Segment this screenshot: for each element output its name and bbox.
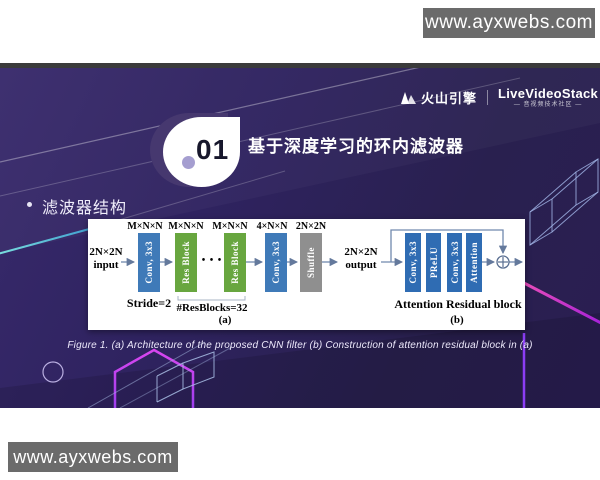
slide: 火山引擎 LiveVideoStack — 音视频技术社区 — 01 基于深度学… xyxy=(0,63,600,408)
resblocks-label: #ResBlocks=32 xyxy=(176,302,248,314)
watermark-bottom-text: www.ayxwebs.com xyxy=(13,446,173,467)
sum-node xyxy=(496,255,510,269)
bg-circle-outline xyxy=(42,361,64,383)
res-block: Res Block xyxy=(224,233,246,292)
watermark-top-text: www.ayxwebs.com xyxy=(425,12,593,33)
livevideostack-text: LiveVideoStack xyxy=(498,85,599,101)
conv-block-b: Conv, 3x3 xyxy=(447,233,462,292)
ellipsis-dots: • • • xyxy=(201,255,223,266)
attention-residual-label: Attention Residual block xyxy=(394,297,522,311)
bg-wire-line-2 xyxy=(119,346,233,408)
bg-diagonal-line-2 xyxy=(0,77,521,197)
mountain-icon xyxy=(401,92,416,104)
background-decorations xyxy=(0,68,600,408)
dim-label: M×N×N xyxy=(212,221,248,232)
header-logos: 火山引擎 LiveVideoStack — 音视频技术社区 — xyxy=(400,84,598,110)
logo-divider xyxy=(487,89,489,105)
volcano-logo-text: 火山引擎 xyxy=(421,90,478,106)
attention-block: Attention xyxy=(466,233,482,292)
figure-caption: Figure 1. (a) Architecture of the propos… xyxy=(67,340,533,351)
bullet-dot xyxy=(27,202,32,207)
subfigure-b-tag: (b) xyxy=(450,314,464,326)
stride-label: Stride=2 xyxy=(126,296,172,310)
dim-label: 4×N×N xyxy=(256,221,288,232)
volcano-engine-logo: 火山引擎 xyxy=(400,88,477,107)
bg-diagonal-line-3 xyxy=(94,170,286,228)
watermark-bottom: www.ayxwebs.com xyxy=(8,442,178,472)
res-block: Res Block xyxy=(175,233,197,292)
bg-wireframe-bar xyxy=(529,158,599,246)
section-badge: 01 xyxy=(163,117,240,187)
input-label: 2N×2N input xyxy=(89,246,123,271)
subfigure-a-tag: (a) xyxy=(218,314,232,326)
output-label: 2N×2N output xyxy=(344,246,378,271)
bullet-text: 滤波器结构 xyxy=(42,200,128,217)
figure-panel: M×N×N M×N×N M×N×N 4×N×N 2N×2N 2N×2N inpu… xyxy=(88,219,525,330)
dim-label: 2N×2N xyxy=(295,221,327,232)
diagram-connectors xyxy=(121,229,524,301)
conv-block-b: Conv, 3x3 xyxy=(405,233,421,292)
bg-neon-hexagon xyxy=(113,348,195,408)
livevideostack-logo: LiveVideoStack — 音视频技术社区 — xyxy=(498,87,598,108)
section-title: 基于深度学习的环内滤波器 xyxy=(248,137,464,156)
bg-wireframe-box xyxy=(156,351,215,403)
badge-dot xyxy=(182,156,195,169)
slide-background: 火山引擎 LiveVideoStack — 音视频技术社区 — 01 基于深度学… xyxy=(0,68,600,408)
watermark-top: www.ayxwebs.com xyxy=(423,8,595,38)
livevideostack-subtitle: — 音视频技术社区 — xyxy=(513,101,583,108)
section-number: 01 xyxy=(196,134,230,165)
conv-block: Conv, 3x3 xyxy=(265,233,287,292)
prelu-block: PReLU xyxy=(426,233,441,292)
bg-magenta-line xyxy=(523,281,600,325)
shuffle-block: Shuffle xyxy=(300,233,322,292)
bg-cyan-line xyxy=(0,227,94,255)
bg-wire-line-1 xyxy=(87,341,206,408)
bg-polygon-dark xyxy=(0,313,600,408)
resblocks-bracket xyxy=(177,296,246,301)
skip-connection xyxy=(390,229,508,262)
conv-block: Conv, 3x3 xyxy=(138,233,160,292)
dim-label: M×N×N xyxy=(127,221,163,232)
slide-top-strip xyxy=(0,63,600,68)
dim-label: M×N×N xyxy=(168,221,204,232)
bg-diagonal-line-1 xyxy=(0,68,420,163)
